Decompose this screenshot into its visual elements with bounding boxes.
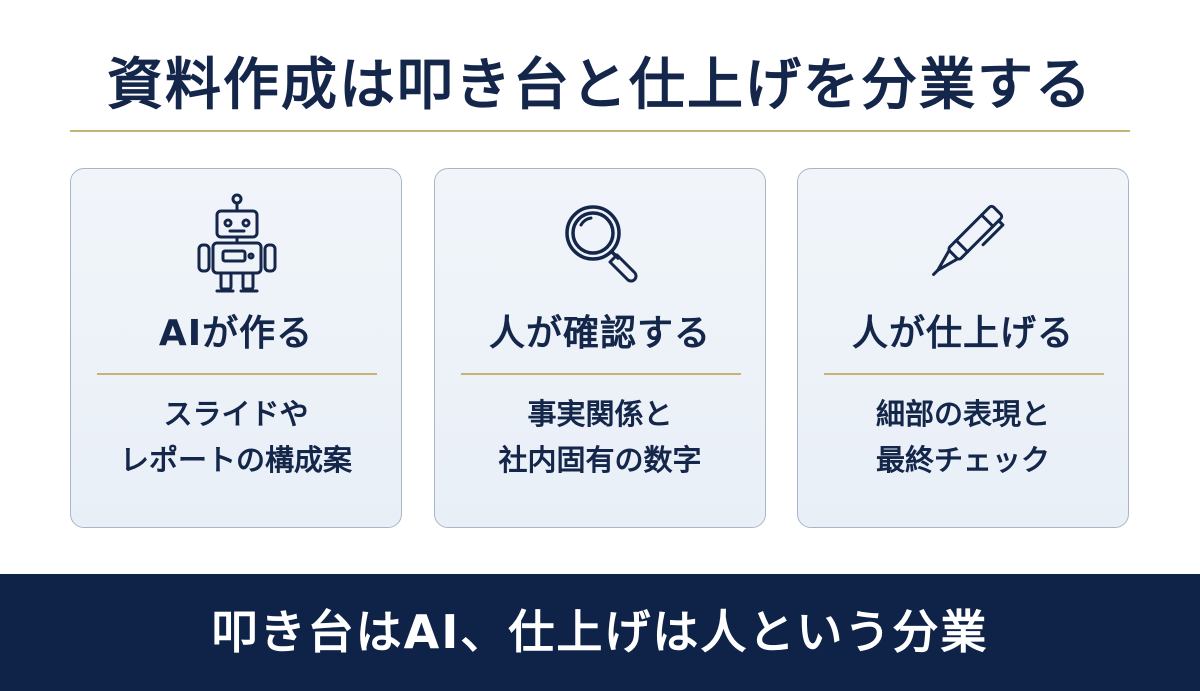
card-human-finishes: 人が仕上げる 細部の表現と 最終チェック <box>797 168 1129 528</box>
card-ai-creates: AIが作る スライドや レポートの構成案 <box>70 168 402 528</box>
card-divider <box>461 373 741 375</box>
magnifier-icon <box>551 189 651 299</box>
card-divider <box>824 373 1104 375</box>
card-line: 事実関係と <box>527 397 673 431</box>
summary-banner: 叩き台はAI、仕上げは人という分業 <box>0 574 1200 691</box>
card-description: スライドや レポートの構成案 <box>71 391 401 483</box>
card-description: 事実関係と 社内固有の数字 <box>435 391 765 483</box>
card-heading: 人が仕上げる <box>851 313 1074 354</box>
card-description: 細部の表現と 最終チェック <box>798 391 1128 483</box>
card-line: 社内固有の数字 <box>498 443 702 477</box>
card-line: スライドや <box>163 397 309 431</box>
pen-icon <box>914 189 1014 299</box>
card-line: 細部の表現と <box>875 397 1050 431</box>
card-heading: 人が確認する <box>488 313 711 354</box>
card-line: レポートの構成案 <box>119 443 352 477</box>
title-divider <box>70 130 1130 132</box>
card-human-checks: 人が確認する 事実関係と 社内固有の数字 <box>434 168 766 528</box>
robot-icon <box>187 189 287 299</box>
banner-text: 叩き台はAI、仕上げは人という分業 <box>211 605 989 659</box>
page-title: 資料作成は叩き台と仕上げを分業する <box>107 53 1093 118</box>
card-divider <box>97 373 377 375</box>
card-line: 最終チェック <box>875 443 1050 477</box>
card-heading: AIが作る <box>158 313 314 354</box>
